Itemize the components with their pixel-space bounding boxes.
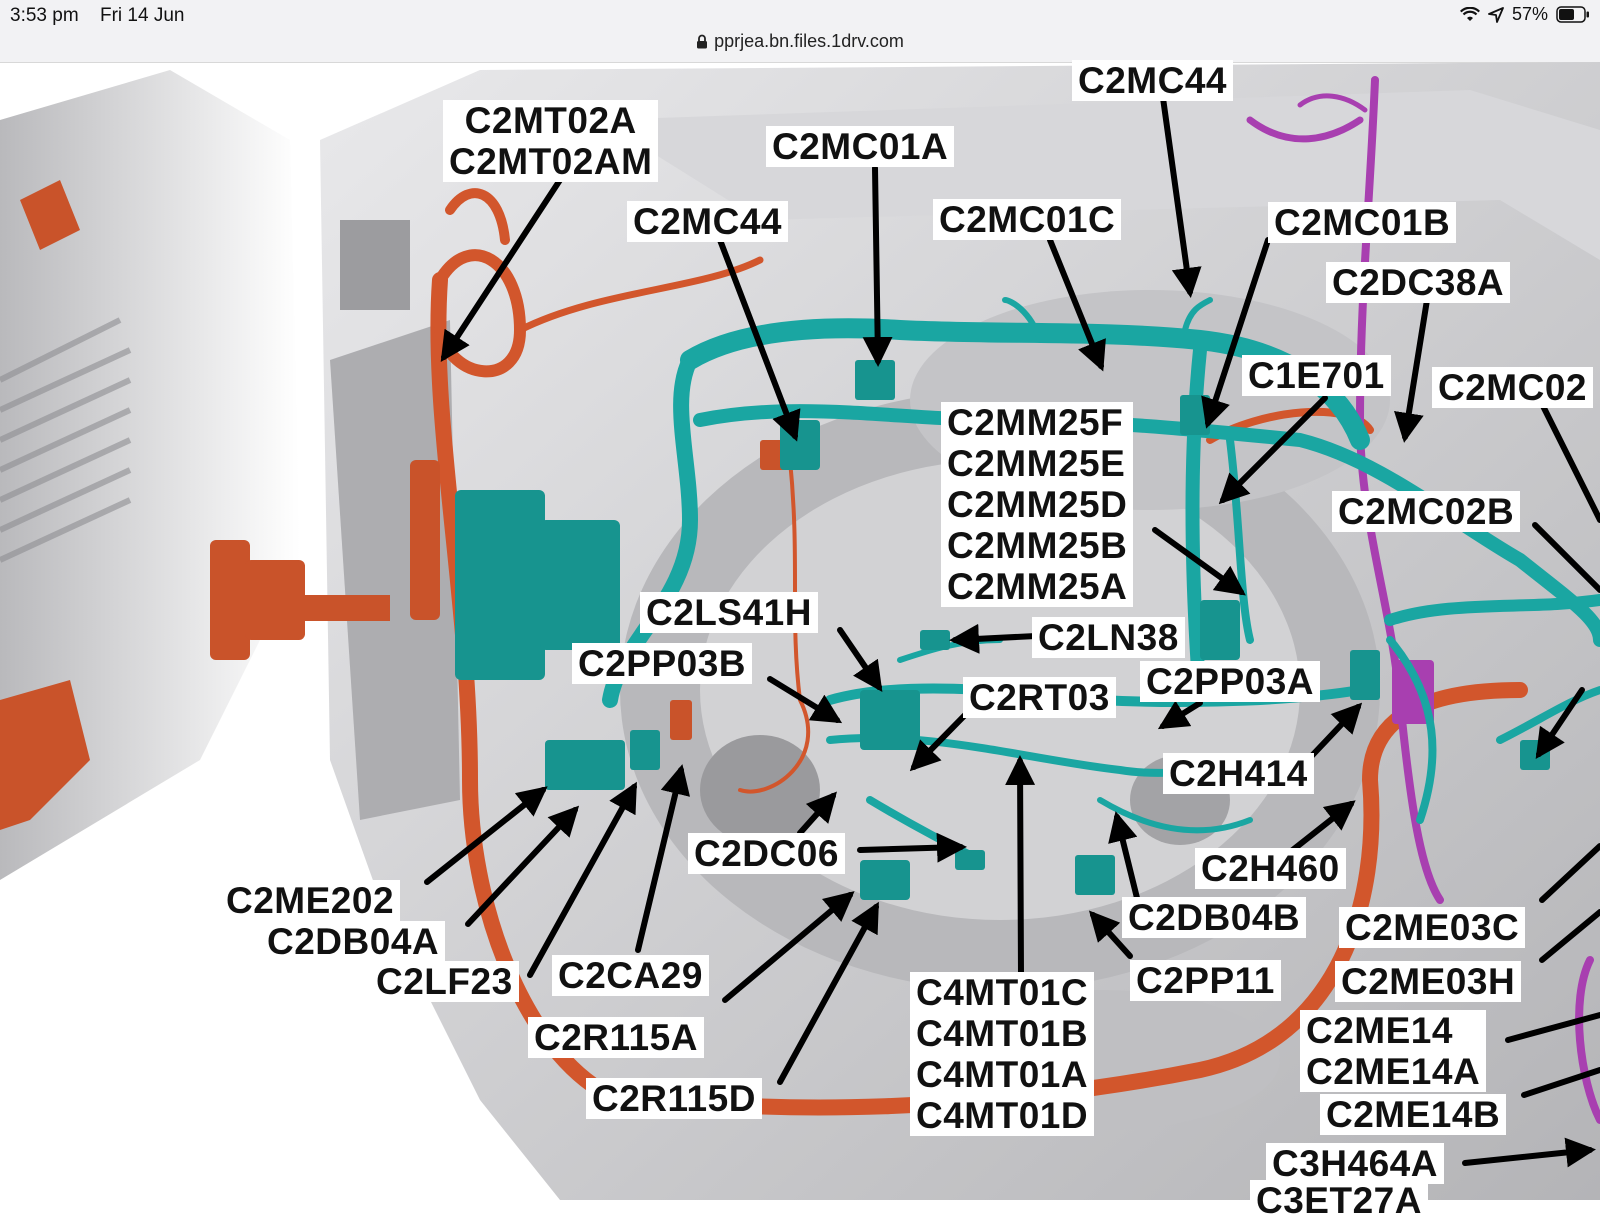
label-c2rt03: C2RT03 <box>963 677 1116 718</box>
label-c2me14a: C2ME14A <box>1306 1051 1481 1092</box>
label-c2me202: C2ME202 <box>220 880 401 921</box>
label-c2mt02am: C2MT02AM <box>449 141 653 182</box>
battery-percent: 57% <box>1511 4 1548 24</box>
label-c2pp03b: C2PP03B <box>572 643 753 684</box>
label-c2h460: C2H460 <box>1195 848 1346 889</box>
label-c4mt01d: C4MT01D <box>916 1095 1089 1136</box>
engine-bay-left <box>0 70 300 880</box>
location-icon <box>1488 6 1504 23</box>
label-c2mt02a-group: C2MT02A C2MT02AM <box>443 100 659 182</box>
label-c2db04a: C2DB04A <box>261 921 446 962</box>
label-c2mc44-top: C2MC44 <box>1072 60 1233 101</box>
label-c2mm25f: C2MM25F <box>947 402 1124 443</box>
label-c2r115a: C2R115A <box>528 1017 704 1058</box>
battery-icon <box>1556 6 1589 23</box>
label-c2lf23: C2LF23 <box>370 961 519 1002</box>
leader-arrows <box>424 95 1600 1168</box>
label-c2me03h: C2ME03H <box>1335 961 1522 1002</box>
label-c2me14: C2ME14 <box>1306 1010 1453 1051</box>
label-c2mm25e: C2MM25E <box>947 443 1126 484</box>
label-c1e701: C1E701 <box>1242 355 1391 396</box>
lock-icon <box>697 34 708 49</box>
label-c2mc01b: C2MC01B <box>1268 202 1457 243</box>
label-c2dc38a: C2DC38A <box>1326 262 1511 303</box>
label-c4mt01c: C4MT01C <box>916 972 1089 1013</box>
orange-connectors <box>210 440 800 740</box>
label-c3h464a: C3H464A <box>1266 1143 1444 1184</box>
label-c2me14b: C2ME14B <box>1320 1094 1507 1135</box>
label-c2ln38: C2LN38 <box>1032 617 1185 658</box>
url-text: pprjea.bn.files.1drv.com <box>714 31 904 51</box>
label-c4mt01-group: C4MT01C C4MT01B C4MT01A C4MT01D <box>910 972 1095 1136</box>
status-date: Fri 14 Jun <box>100 5 185 26</box>
label-c2db04b: C2DB04B <box>1122 897 1307 938</box>
label-c2me14-group: C2ME14 C2ME14A <box>1300 1010 1487 1092</box>
label-c2mm25a: C2MM25A <box>947 566 1128 607</box>
wifi-icon <box>1459 6 1480 21</box>
label-c2pp03a: C2PP03A <box>1140 661 1321 702</box>
label-c2me03c: C2ME03C <box>1339 907 1526 948</box>
label-c2h414: C2H414 <box>1163 753 1314 794</box>
label-c3et27a-cut: C3ET27A <box>1250 1180 1428 1221</box>
label-c4mt01b: C4MT01B <box>916 1013 1089 1054</box>
status-time: 3:53 pm <box>10 5 79 26</box>
label-c2pp11: C2PP11 <box>1130 960 1281 1001</box>
label-c2mc02-cut: C2MC02 <box>1432 367 1593 408</box>
label-c2mc02b: C2MC02B <box>1332 491 1521 532</box>
label-c2dc06: C2DC06 <box>688 833 845 874</box>
label-c2mm25d: C2MM25D <box>947 484 1128 525</box>
url-bar[interactable]: pprjea.bn.files.1drv.com <box>0 31 1600 52</box>
label-c2mc01c: C2MC01C <box>933 199 1122 240</box>
status-indicators: 57% <box>1459 4 1590 25</box>
label-c2mm25b: C2MM25B <box>947 525 1128 566</box>
label-c2mc01a: C2MC01A <box>766 126 955 167</box>
status-bar: 3:53 pm Fri 14 Jun 57% pprjea.bn.files.1… <box>0 0 1600 63</box>
label-c2r115d: C2R115D <box>586 1078 762 1119</box>
label-c2mc44: C2MC44 <box>627 201 788 242</box>
label-c2mt02a: C2MT02A <box>464 100 637 141</box>
label-c2ca29: C2CA29 <box>552 955 709 996</box>
label-c2mm25-group: C2MM25F C2MM25E C2MM25D C2MM25B C2MM25A <box>941 402 1134 607</box>
label-c4mt01a: C4MT01A <box>916 1054 1089 1095</box>
label-c2ls41h: C2LS41H <box>640 592 818 633</box>
teal-connectors <box>455 360 1550 900</box>
